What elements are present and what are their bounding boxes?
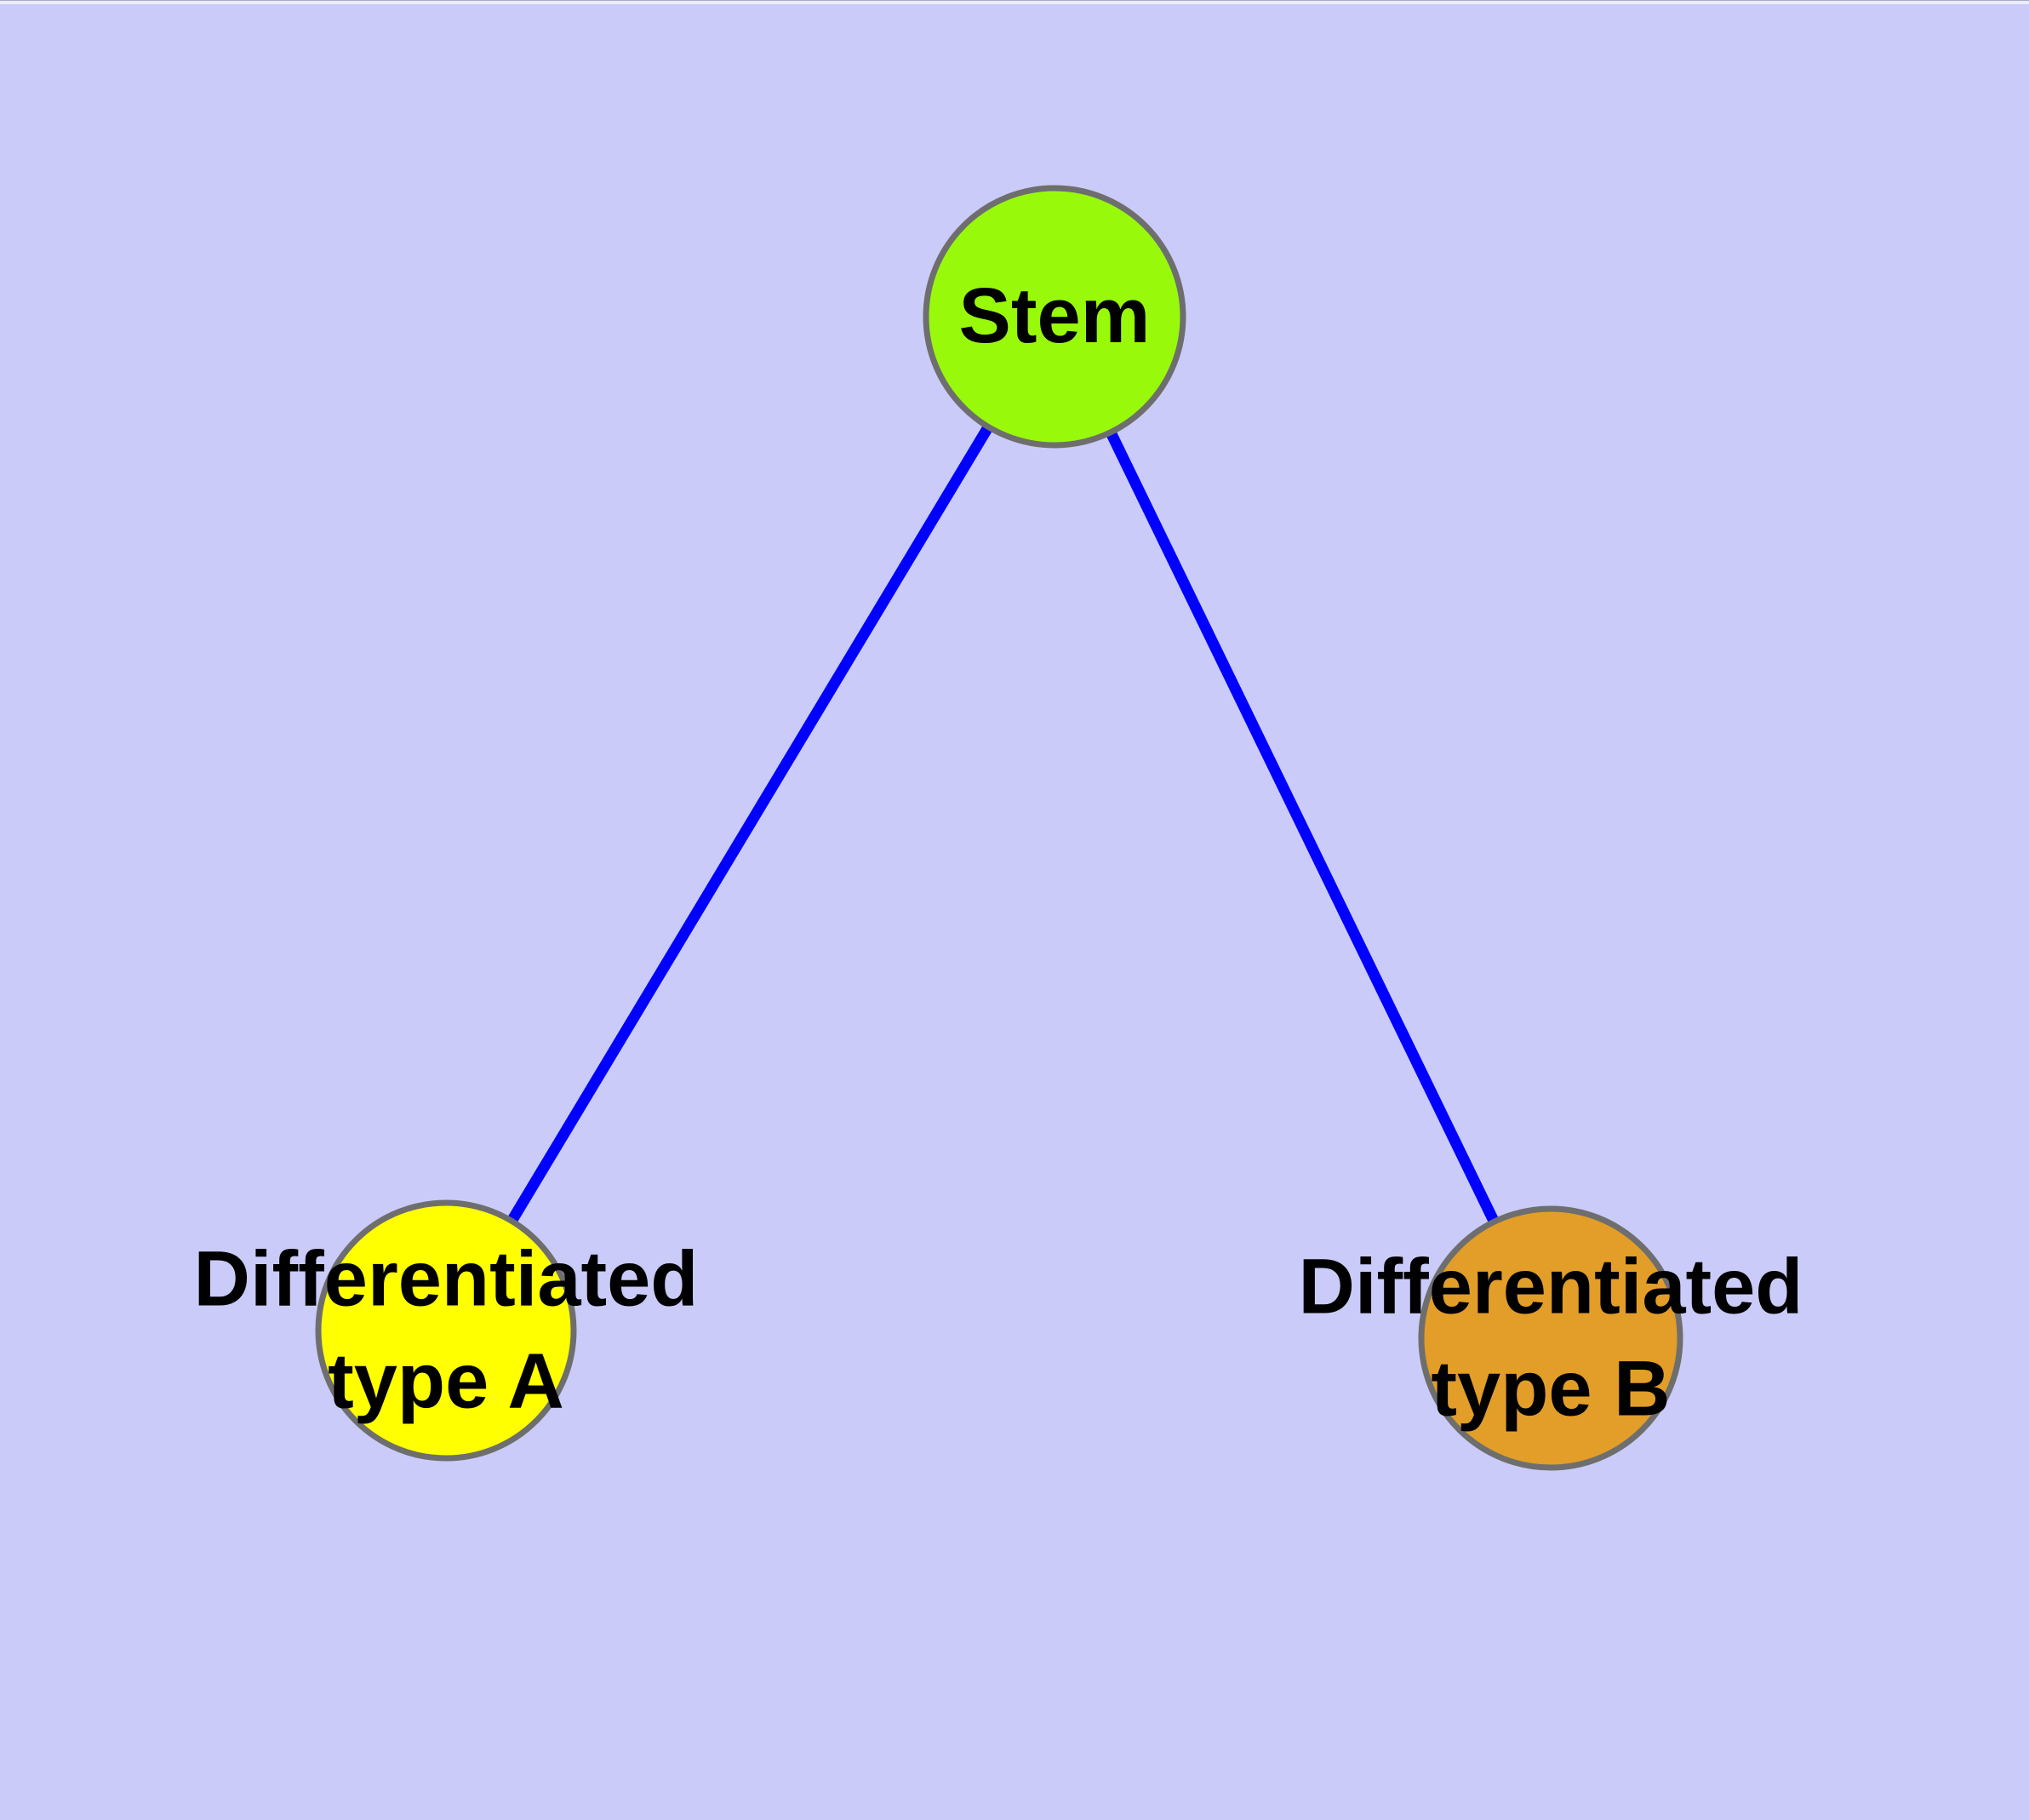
node-type-b-label: Differentiated type B — [1298, 1243, 1803, 1432]
node-stem-label: Stem — [958, 272, 1151, 360]
edge-stem-to-type-b — [1049, 314, 1556, 1341]
edge-stem-to-type-a — [441, 313, 1060, 1334]
node-stem-circle — [923, 185, 1186, 449]
node-type-a-circle — [315, 1199, 577, 1462]
node-type-b-circle — [1418, 1205, 1683, 1471]
window-top-edge — [0, 0, 2029, 4]
node-type-a-label: Differentiated type A — [193, 1235, 699, 1424]
